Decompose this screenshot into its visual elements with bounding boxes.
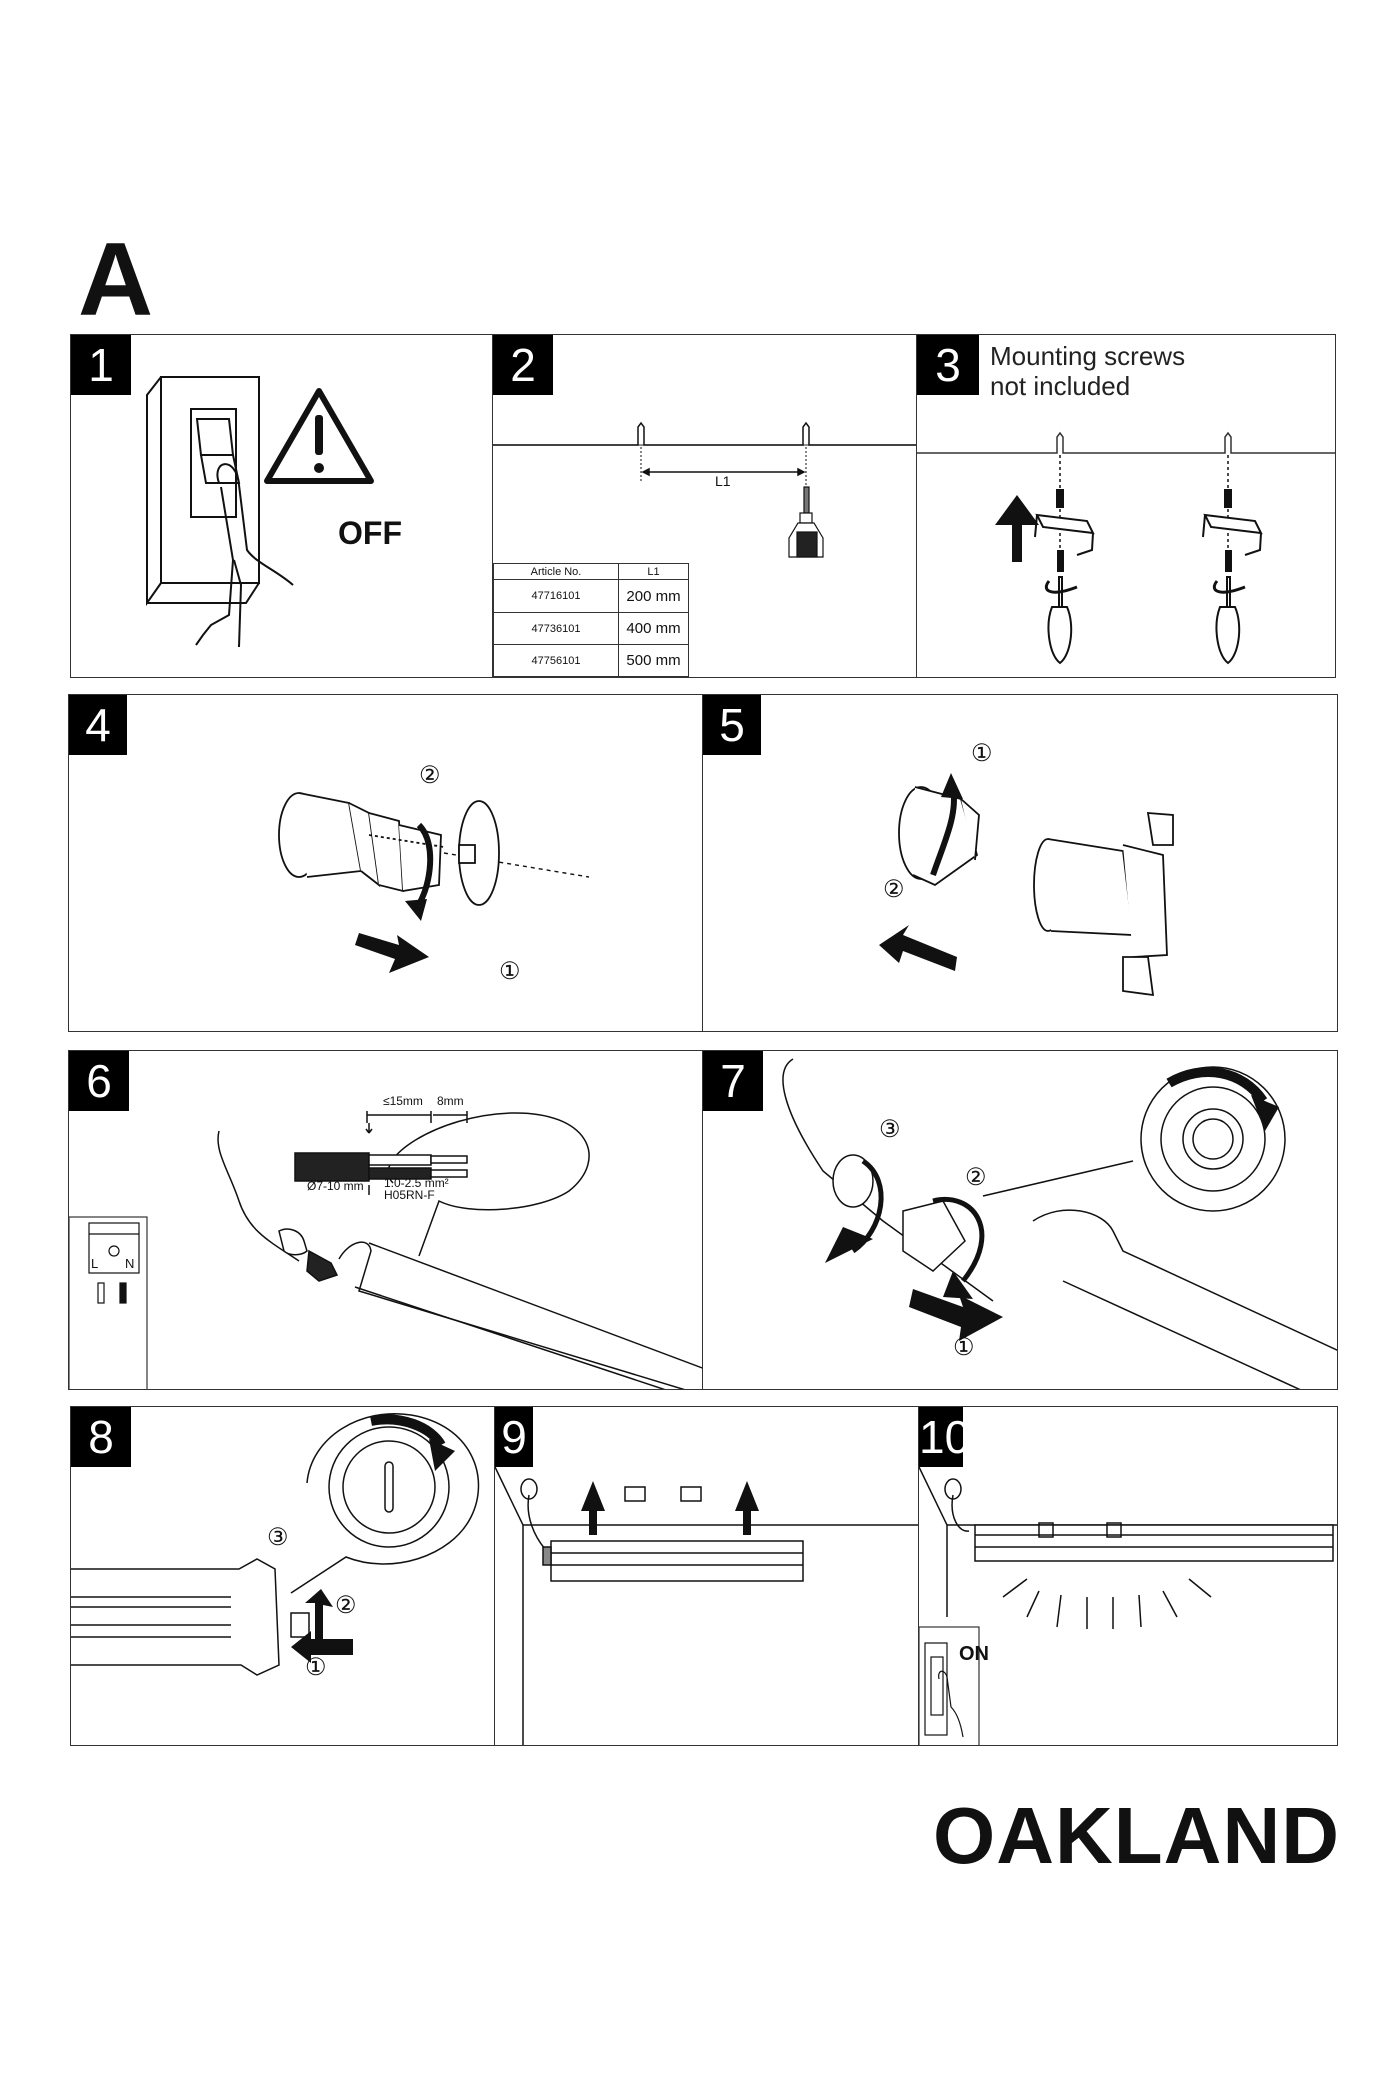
cable-diameter: Ø7-10 mm <box>307 1179 364 1193</box>
step-2-badge: 2 <box>493 335 553 395</box>
step-3-badge: 3 <box>917 335 979 395</box>
pull-arrow-icon <box>879 925 957 971</box>
end-cap-assembly-illustration <box>71 1413 480 1676</box>
step-marker-3: ③ <box>879 1115 901 1143</box>
step-9-badge: 9 <box>495 1407 533 1467</box>
step-7-badge: 7 <box>703 1051 763 1111</box>
step-marker-1: ① <box>971 739 993 767</box>
cable-gland-removal-illustration <box>278 792 590 973</box>
step-5-panel: 5 ① ② <box>702 694 1338 1032</box>
strip-length-inner: 8mm <box>437 1094 464 1108</box>
product-brand-name: OAKLAND <box>933 1791 1340 1880</box>
section-letter: A <box>78 222 153 338</box>
luminaire-clip-mounting-illustration <box>495 1466 919 1745</box>
step-8-badge: 8 <box>71 1407 131 1467</box>
step-10-badge: 10 <box>919 1407 970 1467</box>
terminal-block-icon <box>69 1216 148 1389</box>
pull-arrow-icon <box>355 933 429 973</box>
off-label: OFF <box>338 515 402 551</box>
step-2-panel: 2 L1 Article No. L1 47716101 200 mm <box>492 334 918 678</box>
step-6-panel: 6 L N ≤15mm <box>68 1050 704 1390</box>
step-3-panel: 3 Mounting screws not included <box>916 334 1336 678</box>
on-label: ON <box>959 1643 989 1665</box>
note-line-2: not included <box>990 371 1131 401</box>
table-header-article: Article No. <box>493 563 619 580</box>
article-number: 47716101 <box>493 579 619 613</box>
light-switch-illustration <box>146 376 374 648</box>
cable-connection-illustration <box>69 1111 703 1389</box>
table-row: 47716101 200 mm <box>493 579 689 613</box>
gland-nut-removal-illustration <box>879 773 1174 997</box>
luminaire-on-illustration <box>919 1466 1337 1745</box>
mounting-screws-note: Mounting screws not included <box>990 341 1185 401</box>
table-header-l1: L1 <box>618 563 689 580</box>
step-1-panel: 1 OFF <box>70 334 494 678</box>
step-marker-1: ① <box>953 1333 975 1361</box>
l1-value: 400 mm <box>618 612 689 645</box>
step-6-badge: 6 <box>69 1051 129 1111</box>
article-number: 47756101 <box>493 644 619 677</box>
step-9-panel: 9 <box>494 1406 920 1746</box>
strip-length-outer: ≤15mm <box>383 1094 423 1108</box>
note-line-1: Mounting screws <box>990 341 1186 371</box>
drill-icon <box>788 486 824 558</box>
step-4-badge: 4 <box>69 695 127 755</box>
step-7-panel: 7 ③ ② ① <box>702 1050 1338 1390</box>
article-table: Article No. L1 47716101 200 mm 47736101 … <box>493 563 689 677</box>
step-marker-2: ② <box>335 1591 357 1619</box>
bracket-mounting-illustration <box>917 431 1335 665</box>
l1-value: 500 mm <box>618 644 689 677</box>
step-marker-2: ② <box>883 875 905 903</box>
step-marker-2: ② <box>419 761 441 789</box>
step-8-panel: 8 ③ ② ① <box>70 1406 496 1746</box>
l1-dimension-label: L1 <box>715 473 731 489</box>
bracket-right <box>1202 455 1263 665</box>
up-arrow-icon <box>995 495 1039 562</box>
drilling-diagram <box>493 421 917 558</box>
step-10-panel: 10 <box>918 1406 1338 1746</box>
terminal-label-l: L <box>91 1256 99 1271</box>
table-row: 47756101 500 mm <box>493 644 689 677</box>
bracket-left <box>1034 455 1095 665</box>
terminal-label-n: N <box>125 1256 135 1271</box>
light-rays <box>1002 1578 1212 1629</box>
up-arrow-icon <box>581 1481 759 1535</box>
gland-assembly-illustration <box>782 1058 1337 1389</box>
step-1-badge: 1 <box>71 335 131 395</box>
article-number: 47736101 <box>493 612 619 645</box>
light-switch-icon <box>919 1626 980 1745</box>
cable-type: H05RN-F <box>384 1188 435 1202</box>
step-marker-1: ① <box>305 1653 327 1681</box>
l1-value: 200 mm <box>618 579 689 613</box>
step-marker-2: ② <box>965 1163 987 1191</box>
step-marker-1: ① <box>499 957 521 985</box>
warning-triangle-icon <box>264 388 374 484</box>
step-5-badge: 5 <box>703 695 761 755</box>
step-4-panel: 4 ② ① <box>68 694 704 1032</box>
table-row: 47736101 400 mm <box>493 612 689 645</box>
wire-cross-section: 1.0-2.5 mm² <box>384 1176 449 1190</box>
step-marker-3: ③ <box>267 1523 289 1551</box>
